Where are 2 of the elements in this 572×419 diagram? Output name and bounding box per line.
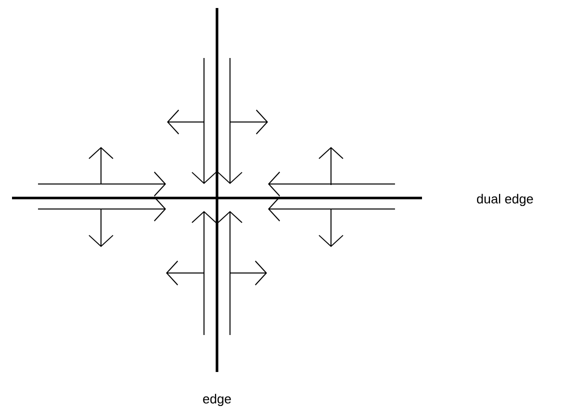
line-label: dual edge: [477, 194, 533, 206]
line-label: edge: [203, 394, 231, 406]
